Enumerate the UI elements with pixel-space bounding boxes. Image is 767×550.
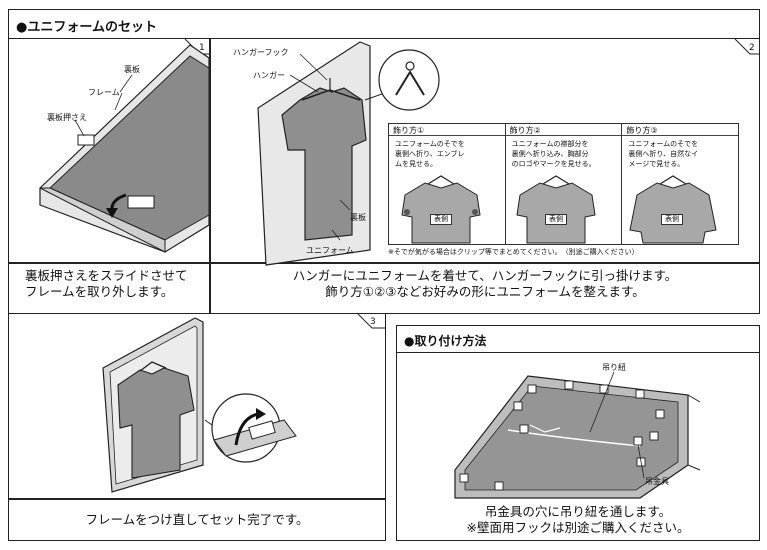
- step2-caption: ハンガーにユニフォームを着せて、ハンガーフックに引っ掛けます。 飾り方①②③など…: [210, 268, 760, 300]
- step2-caption-line1: ハンガーにユニフォームを着せて、ハンガーフックに引っ掛けます。: [292, 268, 678, 283]
- style-title-3: 飾り方③: [622, 124, 739, 136]
- label-hanger: ハンガー: [253, 71, 285, 80]
- step3-number: 3: [370, 317, 376, 327]
- divider: [8, 498, 386, 500]
- step3-box: [8, 313, 386, 541]
- style-body-3: ユニフォームのそでを 裏側へ折り、自然なイ メージで見せる。: [628, 140, 699, 168]
- mount-caption-line2: ※壁面用フックは別途ご購入ください。: [466, 520, 690, 535]
- mount-caption: 吊金具の穴に吊り紐を通します。 ※壁面用フックは別途ご購入ください。: [396, 504, 760, 536]
- step1-caption-line1: 裏板押さえをスライドさせて: [25, 268, 188, 283]
- label-hanger-hook: ハンガーフック: [233, 48, 289, 57]
- display-styles-table: 飾り方① ユニフォームのそでを 裏側へ折り、エンブレ ムを見せる。 飾り方② ユ…: [388, 123, 739, 245]
- style-body-1: ユニフォームのそでを 裏側へ折り、エンブレ ムを見せる。: [395, 140, 465, 168]
- style-title-2: 飾り方②: [505, 124, 622, 136]
- mount-caption-line1: 吊金具の穴に吊り紐を通します。: [484, 504, 672, 519]
- label-cord: 吊り紐: [602, 363, 626, 372]
- step1-number: 1: [199, 43, 205, 53]
- set-section-header-bar: [8, 9, 760, 39]
- divider: [209, 39, 211, 314]
- step1-caption: 裏板押さえをスライドさせて フレームを取り外します。: [8, 268, 209, 300]
- step2-caption-line2: 飾り方①②③などお好みの形にユニフォームを整えます。: [325, 284, 645, 299]
- label-back-board: 裏板: [124, 65, 140, 74]
- style-card-1: 飾り方① ユニフォームのそでを 裏側へ折り、エンブレ ムを見せる。: [389, 124, 506, 244]
- style-card-3: 飾り方③ ユニフォームのそでを 裏側へ折り、自然なイ メージで見せる。: [622, 124, 739, 244]
- mount-header-bar: [396, 325, 760, 353]
- style-card-2: 飾り方② ユニフォームの襟部分を 裏側へ折り込み、胸部分 のロゴやマークを見せる…: [505, 124, 623, 244]
- step1-caption-line2: フレームを取り外します。: [25, 284, 174, 299]
- mount-section-header: ●取り付け方法: [404, 334, 487, 348]
- tag-front-2: 表側: [545, 214, 567, 225]
- step2-number: 2: [749, 43, 755, 53]
- label-back-board-2: 裏板: [350, 213, 366, 222]
- label-uniform: ユニフォーム: [306, 246, 354, 255]
- divider: [8, 262, 760, 264]
- style-title-1: 飾り方①: [389, 124, 505, 136]
- style-body-2: ユニフォームの襟部分を 裏側へ折り込み、胸部分 のロゴやマークを見せる。: [511, 140, 596, 168]
- tag-front-1: 表側: [430, 214, 452, 225]
- set-section-header: ●ユニフォームのセット: [16, 20, 157, 35]
- label-frame: フレーム: [88, 88, 120, 97]
- label-fitting: 吊金具: [645, 477, 669, 486]
- step3-caption: フレームをつけ直してセット完了です。: [85, 512, 309, 527]
- tag-front-3: 表側: [661, 214, 683, 225]
- clip-note: ※そでが気がる場合はクリップ等でまとめてください。 （別途ご購入ください）: [388, 248, 639, 256]
- label-retainer: 裏板押さえ: [47, 113, 87, 122]
